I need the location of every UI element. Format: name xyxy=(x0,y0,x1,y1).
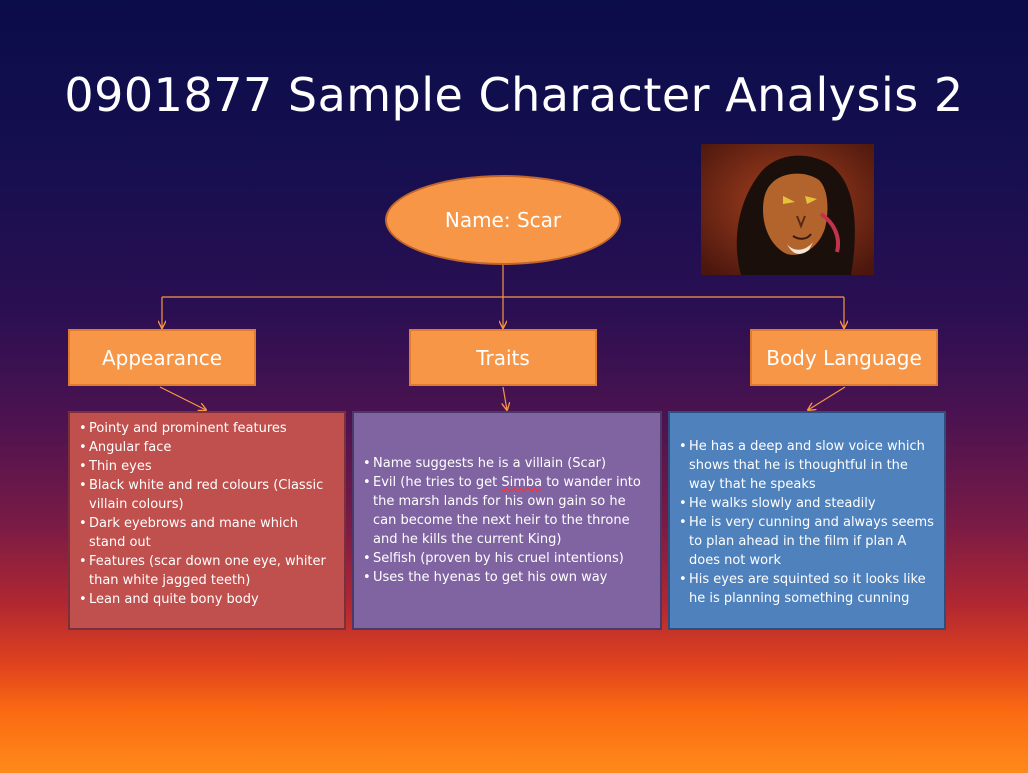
list-item: Pointy and prominent features xyxy=(79,419,335,438)
name-node: Name: Scar xyxy=(385,175,621,265)
list-item: Evil (he tries to get Simba to wander in… xyxy=(363,473,651,549)
list-item: Black white and red colours (Classic vil… xyxy=(79,476,335,514)
list-item: Angular face xyxy=(79,438,335,457)
list-item: Selfish (proven by his cruel intentions) xyxy=(363,549,651,568)
connector-appearance-details xyxy=(159,386,206,410)
body-language-list: He has a deep and slow voice which shows… xyxy=(679,437,935,608)
name-label: Name: Scar xyxy=(444,208,562,232)
spellcheck-word: Simba xyxy=(501,475,543,490)
appearance-list: Pointy and prominent features Angular fa… xyxy=(79,419,335,609)
list-item: Thin eyes xyxy=(79,457,335,476)
list-item: Lean and quite bony body xyxy=(79,590,335,609)
appearance-label: Appearance xyxy=(101,345,223,370)
list-item: Dark eyebrows and mane which stand out xyxy=(79,514,335,552)
traits-label: Traits xyxy=(476,345,530,370)
list-item: Name suggests he is a villain (Scar) xyxy=(363,454,651,473)
connector-body-details xyxy=(808,386,846,410)
list-item: He is very cunning and always seems to p… xyxy=(679,513,935,570)
body-language-details: He has a deep and slow voice which shows… xyxy=(668,411,946,630)
list-item: His eyes are squinted so it looks like h… xyxy=(679,570,935,608)
list-item: He has a deep and slow voice which shows… xyxy=(679,437,935,494)
list-item: He walks slowly and steadily xyxy=(679,494,935,513)
appearance-box: Appearance xyxy=(68,329,256,386)
connector-traits-details xyxy=(503,386,507,410)
traits-details: Name suggests he is a villain (Scar) Evi… xyxy=(352,411,662,630)
list-item: Features (scar down one eye, whiter than… xyxy=(79,552,335,590)
scar-lion-portrait-icon xyxy=(701,144,874,275)
body-language-box: Body Language xyxy=(750,329,938,386)
appearance-details: Pointy and prominent features Angular fa… xyxy=(68,411,346,630)
traits-list: Name suggests he is a villain (Scar) Evi… xyxy=(363,454,651,587)
body-language-label: Body Language xyxy=(766,345,922,370)
traits-box: Traits xyxy=(409,329,597,386)
list-item: Uses the hyenas to get his own way xyxy=(363,568,651,587)
slide-title: 0901877 Sample Character Analysis 2 xyxy=(64,68,964,122)
